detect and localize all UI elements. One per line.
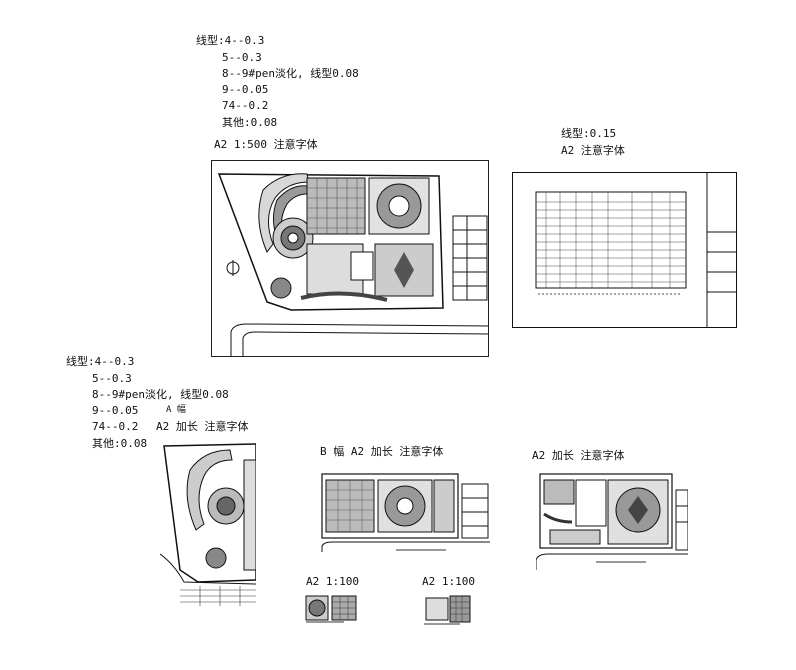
left-note-1: 线型:4--0.3: [66, 355, 135, 368]
left-note-3: 8--9#pen淡化, 线型0.08: [92, 388, 229, 401]
sheet-label-b: B 幅 A2 加长 注意字体: [320, 445, 444, 458]
site-plan-b-drawing: [321, 473, 490, 552]
table-drawing: [512, 172, 737, 328]
line-type-note-6: 其他:0.08: [222, 116, 278, 129]
sheet-label-c: A2 加长 注意字体: [532, 449, 625, 462]
left-a-fu-label: A 幅: [166, 405, 186, 415]
left-note-5: 74--0.2: [92, 420, 139, 433]
site-plan-sheet-main: [211, 160, 489, 357]
line-type-note-1: 线型:4--0.3: [196, 34, 265, 47]
left-a2-long-label: A2 加长 注意字体: [156, 420, 249, 433]
scale-label-2: A2 1:100: [422, 575, 475, 588]
left-note-4: 9--0.05: [92, 404, 139, 417]
mini-drawing-2: [424, 595, 471, 625]
line-type-note-2: 5--0.3: [222, 51, 262, 64]
line-type-note-5: 74--0.2: [222, 99, 269, 112]
site-plan-sheet-c: [536, 466, 688, 574]
site-plan-a-drawing: [160, 443, 256, 606]
site-plan-c-drawing: [536, 473, 688, 570]
line-type-note-3: 8--9#pen淡化, 线型0.08: [222, 67, 359, 80]
scale-label-1: A2 1:100: [306, 575, 359, 588]
site-plan-sheet-b: [316, 464, 490, 556]
sheet-label-a2-1-500: A2 1:500 注意字体: [214, 138, 318, 151]
table-sheet-right: [512, 172, 737, 328]
site-plan-drawing: [211, 160, 489, 357]
mini-sheet-1: [304, 594, 360, 624]
mini-drawing-1: [305, 595, 357, 623]
left-note-2: 5--0.3: [92, 372, 132, 385]
site-plan-sheet-a: [160, 440, 256, 608]
sheet-label-a2-right: A2 注意字体: [561, 144, 625, 157]
line-type-note-4: 9--0.05: [222, 83, 269, 96]
mini-sheet-2: [420, 594, 474, 626]
left-note-6: 其他:0.08: [92, 437, 148, 450]
line-type-note-right: 线型:0.15: [561, 127, 617, 140]
